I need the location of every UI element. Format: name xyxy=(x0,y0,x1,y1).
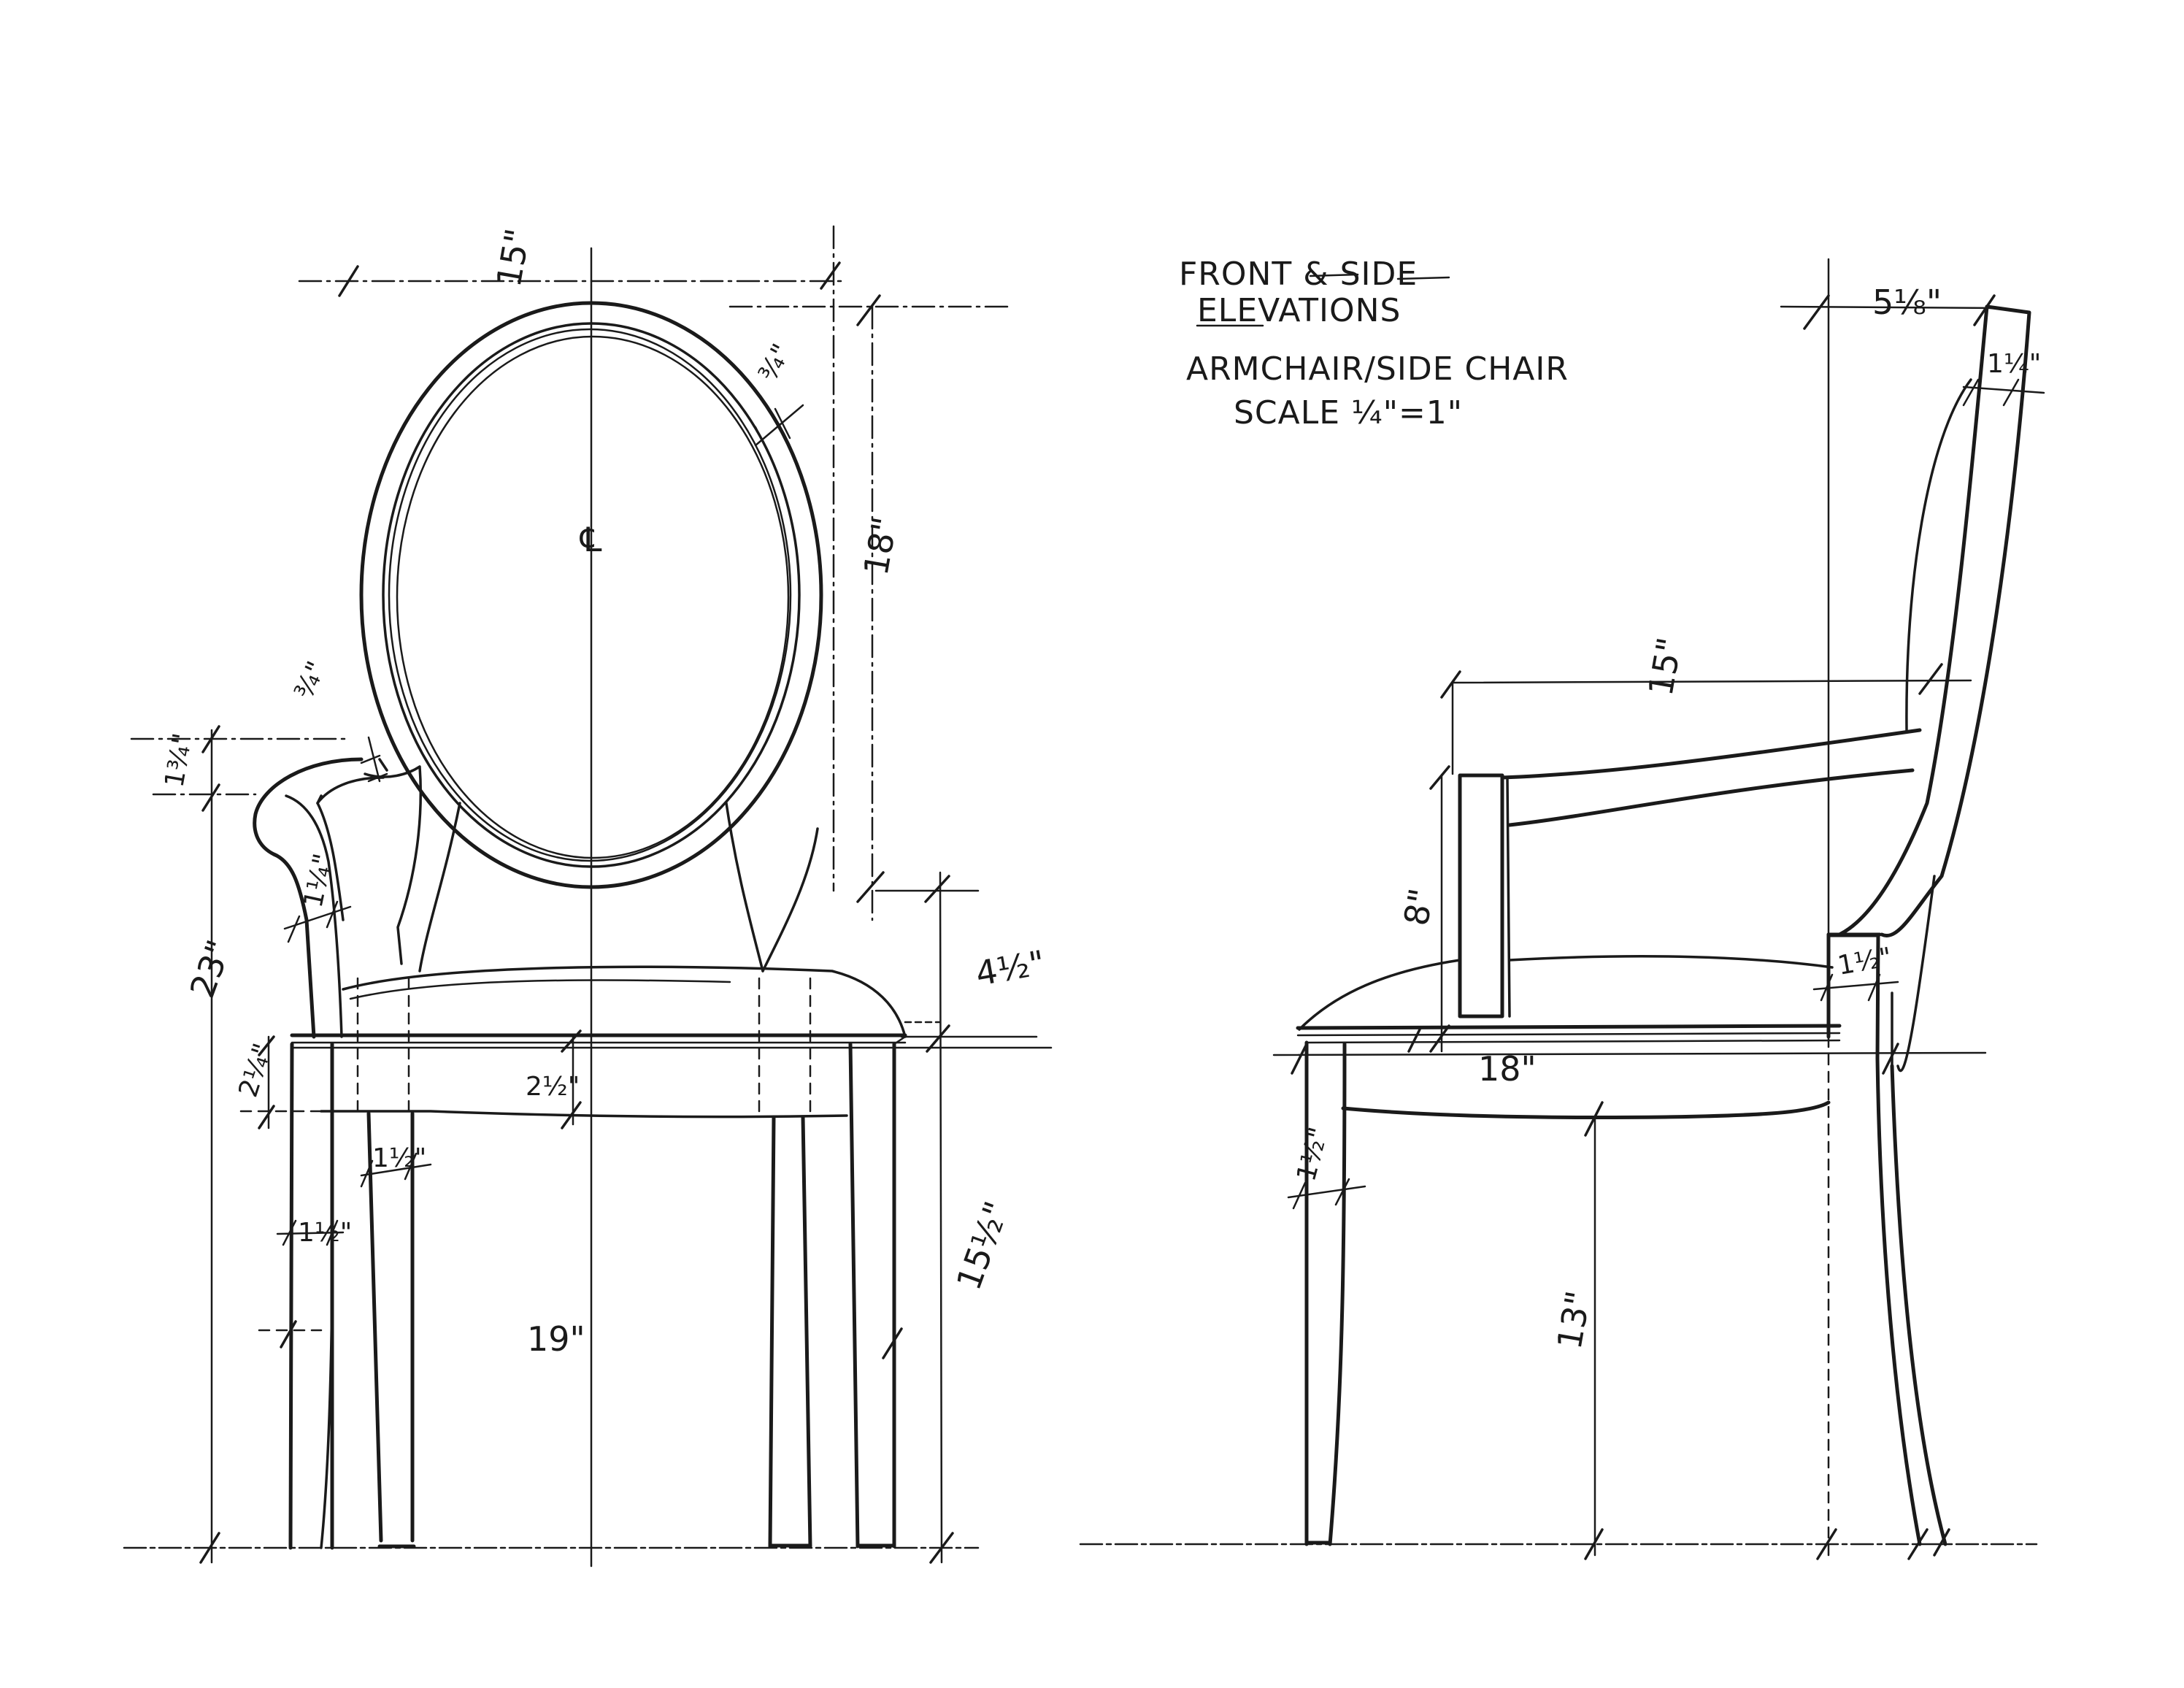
dim-oval-height: 18" xyxy=(856,514,905,578)
front-elevation: ℄ 15" 18" ¾" xyxy=(123,225,1053,1568)
title-line-1: FRONT & SIDE xyxy=(1179,256,1418,293)
title-line-4: SCALE ¼"=1" xyxy=(1234,394,1463,431)
seat-cushion xyxy=(342,965,907,1038)
dim-back-post-width: 1½" xyxy=(1835,943,1893,981)
dim-side-front-leg: 1½" xyxy=(1291,1124,1334,1184)
arm-rail-top xyxy=(1500,728,1922,780)
back-post-front xyxy=(1837,304,1989,937)
dim-top-offset: 5⅛" xyxy=(1872,283,1942,322)
dim-leg-height: 15½" xyxy=(949,1197,1017,1295)
arm-post xyxy=(1458,773,1504,1018)
back-left-leg xyxy=(366,1111,383,1543)
dim-arm-height: 23" xyxy=(182,935,239,1002)
arm-outer xyxy=(253,757,364,1039)
title-line-3: ARMCHAIR/SIDE CHAIR xyxy=(1186,350,1569,388)
side-seat-rail xyxy=(1296,1024,1842,1030)
arm-rail-bottom xyxy=(1507,768,1915,827)
centerline-mark: ℄ xyxy=(580,520,602,559)
side-seat-cushion xyxy=(1298,959,1461,1031)
side-back-leg-front xyxy=(1875,1056,1922,1546)
dim-arm-post-height: 8" xyxy=(1396,886,1442,929)
title-line-2: ELEVATIONS xyxy=(1197,292,1401,329)
back-post-rear xyxy=(1880,304,2031,937)
side-elevation: 5⅛" 1¼" 15" 8" xyxy=(1079,258,2045,1560)
back-right-leg xyxy=(768,1115,776,1549)
dim-back-width: 15" xyxy=(489,226,538,290)
dim-front-leg-width: 1½" xyxy=(298,1218,352,1248)
title-block: FRONT & SIDE ELEVATIONS ARMCHAIR/SIDE CH… xyxy=(1179,256,1569,431)
dim-back-gap: 4½" xyxy=(973,943,1048,994)
dim-back-leg-width: 1½" xyxy=(372,1143,426,1173)
front-left-leg-outer xyxy=(288,1042,294,1550)
side-back-leg-rear xyxy=(1890,1064,1947,1546)
dim-arm-top-offset: 1¾" xyxy=(159,731,198,789)
dim-arm-depth: 15" xyxy=(1641,634,1690,699)
dim-arm-frame: ¾" xyxy=(289,657,332,704)
front-right-leg xyxy=(848,1042,860,1549)
oval-back-outer xyxy=(359,301,823,889)
dim-seat-height: 19" xyxy=(527,1319,585,1359)
dim-back-frame: ¾" xyxy=(753,339,797,387)
dim-apron-center: 2½" xyxy=(526,1072,580,1102)
dim-seat-depth: 18" xyxy=(1478,1049,1537,1089)
dim-apron-to-floor: 13" xyxy=(1550,1288,1599,1352)
dim-back-post-thickness: 1¼" xyxy=(1987,349,2041,379)
dim-apron-left: 2¼" xyxy=(234,1040,279,1100)
